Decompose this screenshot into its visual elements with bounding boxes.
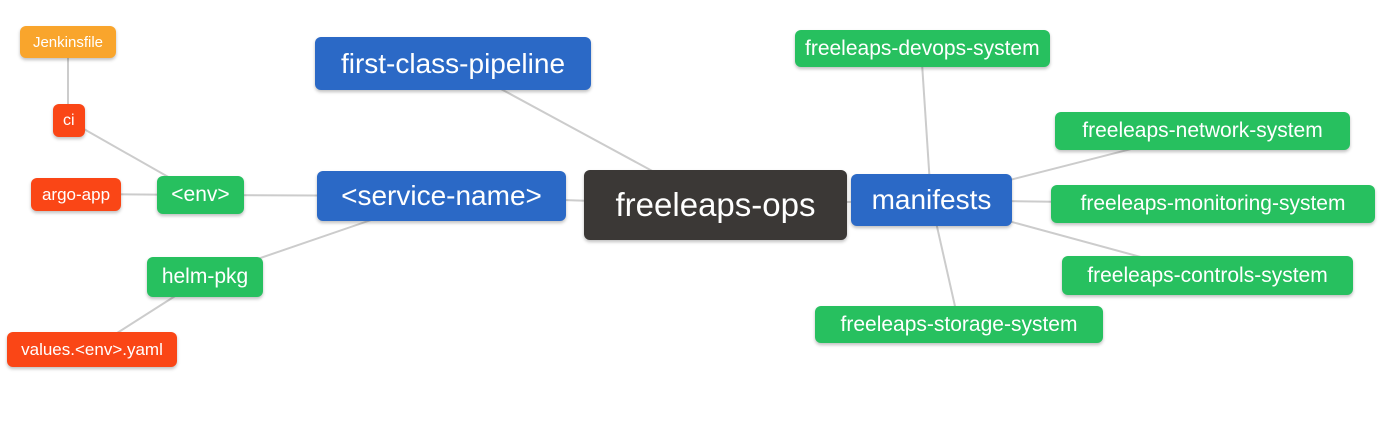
node-service-name[interactable]: <service-name> — [317, 171, 566, 221]
node-freeleaps-devops-system[interactable]: freeleaps-devops-system — [795, 30, 1050, 67]
node-freeleaps-ops-root[interactable]: freeleaps-ops — [584, 170, 847, 240]
node-env[interactable]: <env> — [157, 176, 244, 214]
node-ci[interactable]: ci — [53, 104, 85, 137]
node-helm-pkg[interactable]: helm-pkg — [147, 257, 263, 297]
node-first-class-pipeline[interactable]: first-class-pipeline — [315, 37, 591, 90]
node-freeleaps-controls-system[interactable]: freeleaps-controls-system — [1062, 256, 1353, 295]
node-freeleaps-monitoring-system[interactable]: freeleaps-monitoring-system — [1051, 185, 1375, 223]
node-values-env-yaml[interactable]: values.<env>.yaml — [7, 332, 177, 367]
node-freeleaps-storage-system[interactable]: freeleaps-storage-system — [815, 306, 1103, 343]
node-jenkinsfile[interactable]: Jenkinsfile — [20, 26, 116, 58]
node-argo-app[interactable]: argo-app — [31, 178, 121, 211]
node-freeleaps-network-system[interactable]: freeleaps-network-system — [1055, 112, 1350, 150]
node-manifests[interactable]: manifests — [851, 174, 1012, 226]
